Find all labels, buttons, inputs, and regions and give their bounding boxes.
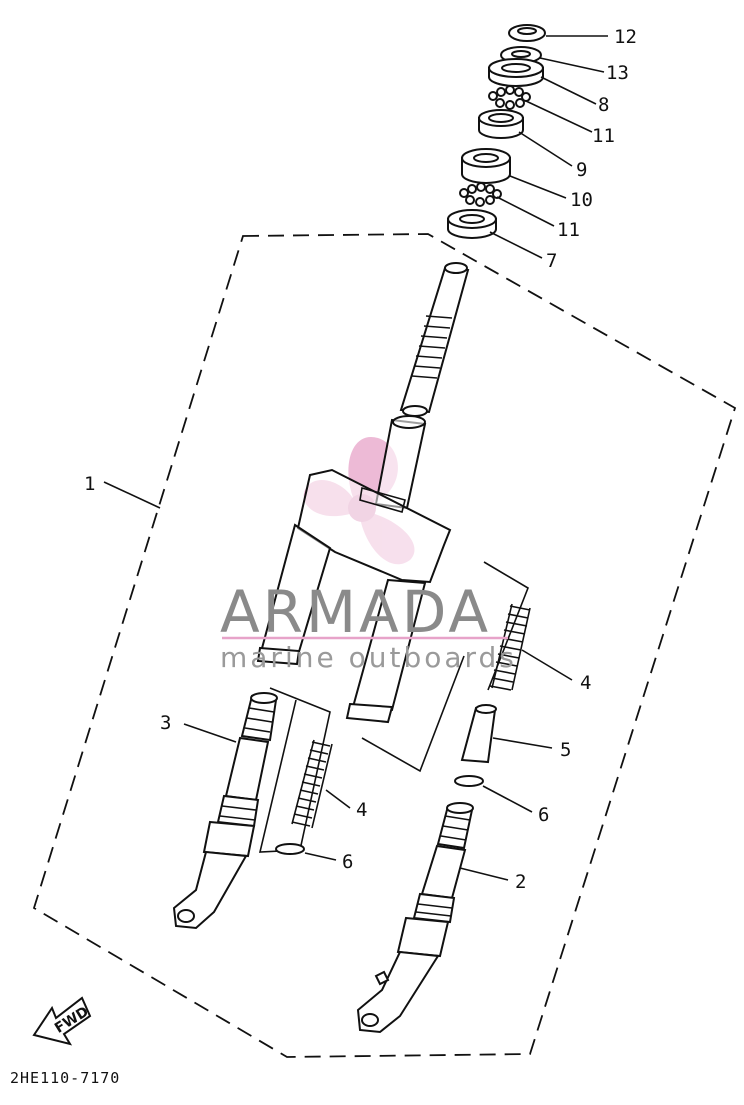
part-ball-race-8	[488, 58, 544, 87]
callout-labels: 12 13 8 11 9 10 11 7 1 4 5 6 3 4 6 2	[84, 26, 637, 893]
callout-3: 3	[160, 712, 171, 734]
part-outer-tube-left-3	[172, 692, 278, 930]
callout-6-right: 6	[538, 804, 549, 826]
callout-6-left: 6	[342, 851, 353, 873]
part-lower-bracket	[296, 415, 452, 584]
callout-5: 5	[560, 739, 571, 761]
callout-13: 13	[606, 62, 629, 84]
callout-11-lower: 11	[557, 219, 580, 241]
assembly-boundary-dashed	[32, 233, 737, 1058]
callout-4-right: 4	[580, 672, 591, 694]
part-oring-right-6	[454, 775, 484, 787]
callout-11-upper: 11	[592, 125, 615, 147]
part-inner-tube-left	[256, 523, 332, 666]
subgroup-line-right	[361, 561, 529, 773]
part-ring-nut-12	[508, 24, 546, 42]
part-steering-stem-upper	[399, 262, 470, 417]
part-inner-tube-right	[345, 578, 427, 724]
part-ball-set-11-upper	[488, 85, 531, 110]
part-ball-race-9	[478, 109, 524, 139]
watermark-brand: ARMADA	[220, 578, 491, 646]
callout-9: 9	[576, 159, 587, 181]
callout-1: 1	[84, 473, 95, 495]
drawing-code: 2HE110-7170	[10, 1069, 120, 1087]
callout-7: 7	[546, 250, 557, 272]
callout-2: 2	[515, 871, 526, 893]
callout-4-left: 4	[356, 799, 367, 821]
leader-lines	[103, 35, 608, 881]
part-outer-tube-right-2	[356, 802, 474, 1034]
part-ball-race-10	[461, 148, 511, 184]
part-spring-left-4	[291, 739, 333, 829]
part-spring-right-4	[489, 603, 531, 691]
callout-10: 10	[570, 189, 593, 211]
part-oring-left-6	[275, 843, 305, 855]
part-collar-5	[460, 704, 497, 764]
fwd-arrow-icon: FWD	[32, 996, 92, 1046]
watermark-tagline: marine outboards	[220, 641, 517, 674]
callout-8: 8	[598, 94, 609, 116]
callout-12: 12	[614, 26, 637, 48]
part-ball-set-11-lower	[459, 182, 502, 207]
part-ball-race-7	[447, 209, 497, 239]
